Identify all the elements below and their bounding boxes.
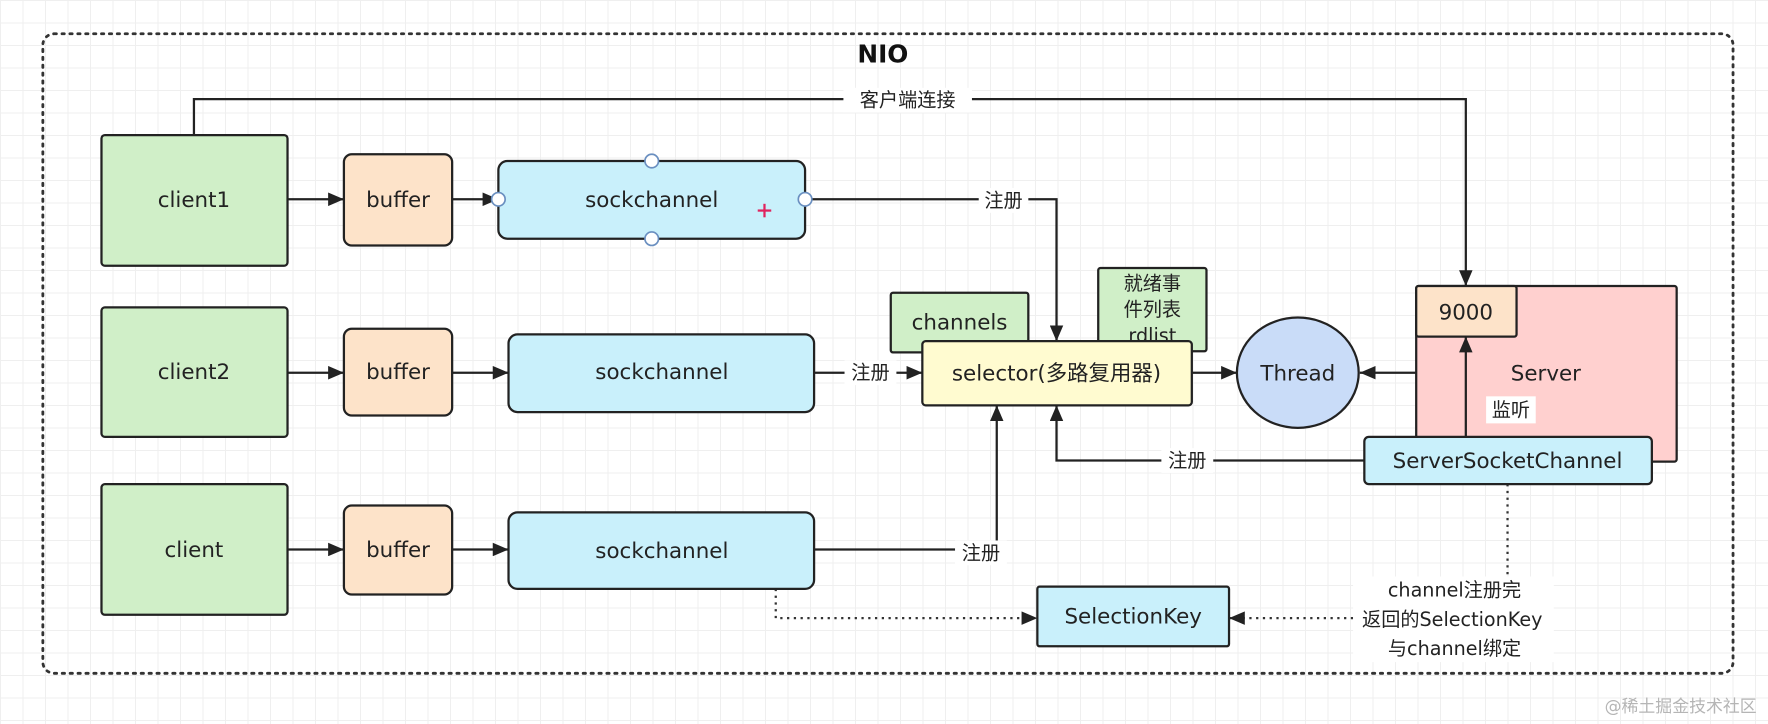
- arrow-sockchannel3-selector: [814, 405, 1004, 551]
- selectionkey-label: SelectionKey: [1064, 605, 1202, 630]
- register-label-1: 注册: [984, 189, 1022, 212]
- rdlist-line-2: 件列表: [1124, 298, 1181, 321]
- buffer1-label: buffer: [366, 188, 430, 213]
- thread-label: Thread: [1259, 361, 1335, 386]
- register-label-2-bg: [844, 360, 897, 386]
- diagram-title: NIO: [857, 40, 908, 69]
- serversocketchannel-box: [1363, 435, 1653, 486]
- client1-box: [100, 133, 289, 267]
- sockchannel2-label: sockchannel: [595, 360, 728, 385]
- client1-label: client1: [158, 188, 230, 213]
- dashed-sockchannel3-selectionkey: [774, 588, 1038, 625]
- register-label-3: 注册: [1168, 449, 1206, 472]
- arrow-serversocketchannel-selector: [1049, 405, 1365, 462]
- register-label-3-bg: [1161, 448, 1214, 473]
- port-label: 9000: [1439, 301, 1493, 326]
- thread-circle: [1235, 316, 1360, 429]
- selection-handle-bottom: [644, 231, 660, 247]
- server-label: Server: [1511, 361, 1581, 386]
- selectionkey-box: [1036, 585, 1231, 648]
- sockchannel2-box: [507, 333, 816, 414]
- note-line-1: channel注册完: [1388, 579, 1521, 602]
- note-line-2: 返回的SelectionKey: [1362, 608, 1542, 631]
- register-label-2: 注册: [851, 361, 889, 384]
- listen-label: 监听: [1492, 398, 1530, 421]
- buffer3-label: buffer: [366, 538, 430, 563]
- note-line-3: 与channel绑定: [1388, 637, 1521, 660]
- register-label-4: 注册: [962, 541, 1000, 564]
- buffer1-box: [342, 153, 454, 247]
- selection-handle-left: [490, 191, 506, 207]
- register-label-4-bg: [955, 540, 1007, 566]
- watermark: @稀土掘金技术社区: [1605, 696, 1757, 716]
- client3-box: [100, 483, 289, 616]
- arrow-client-connect: [192, 97, 1473, 286]
- client-connect-label: 客户端连接: [860, 89, 956, 112]
- channels-label: channels: [912, 311, 1008, 336]
- client-connect-label-bg: [843, 87, 972, 113]
- sockchannel3-box: [507, 511, 816, 591]
- serversocketchannel-label: ServerSocketChannel: [1393, 449, 1623, 474]
- buffer2-label: buffer: [366, 360, 430, 385]
- selection-handle-top: [644, 153, 660, 169]
- selector-label: selector(多路复用器): [952, 361, 1161, 386]
- register-label-1-bg: [978, 188, 1029, 213]
- selection-handle-right: [797, 191, 813, 207]
- note-bg: [1353, 576, 1554, 663]
- client3-label: client: [165, 538, 224, 563]
- selector-box: [921, 340, 1193, 407]
- buffer3-box: [342, 504, 454, 596]
- client2-box: [100, 306, 289, 439]
- buffer2-box: [342, 327, 454, 417]
- listen-label-bg: [1486, 396, 1536, 424]
- arrow-sockchannel1-selector: [805, 198, 1064, 342]
- rdlist-line-1: 就绪事: [1124, 272, 1181, 295]
- client2-label: client2: [158, 360, 230, 385]
- sockchannel1-label: sockchannel: [585, 188, 718, 213]
- cursor-plus-icon: [757, 203, 772, 218]
- sockchannel3-label: sockchannel: [595, 539, 728, 564]
